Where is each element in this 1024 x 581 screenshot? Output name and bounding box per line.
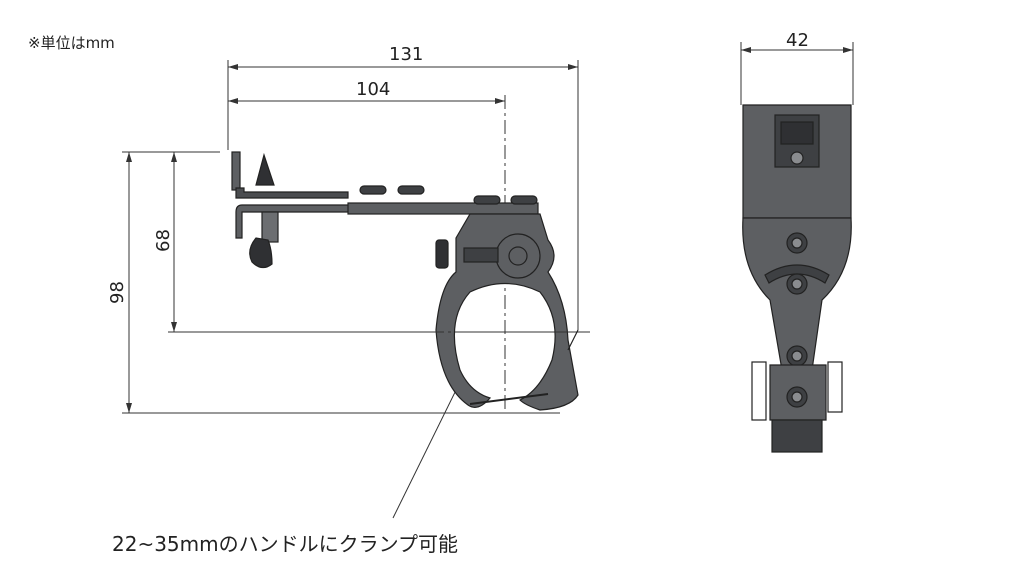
- dimension-lines: [122, 42, 854, 519]
- front-view-clamp: [231, 151, 579, 411]
- dim-label-98: 98: [106, 281, 128, 304]
- dim-label-42: 42: [786, 30, 809, 51]
- clamp-caption: 22~35mmのハンドルにクランプ可能: [112, 532, 459, 556]
- leader-line: [392, 377, 463, 519]
- unit-note: ※単位はmm: [28, 34, 115, 52]
- dim-label-104: 104: [356, 79, 391, 100]
- side-view-clamp: [742, 104, 852, 453]
- dim-label-131: 131: [389, 44, 424, 65]
- arrowheads: [126, 47, 853, 413]
- dim-label-68: 68: [152, 229, 174, 252]
